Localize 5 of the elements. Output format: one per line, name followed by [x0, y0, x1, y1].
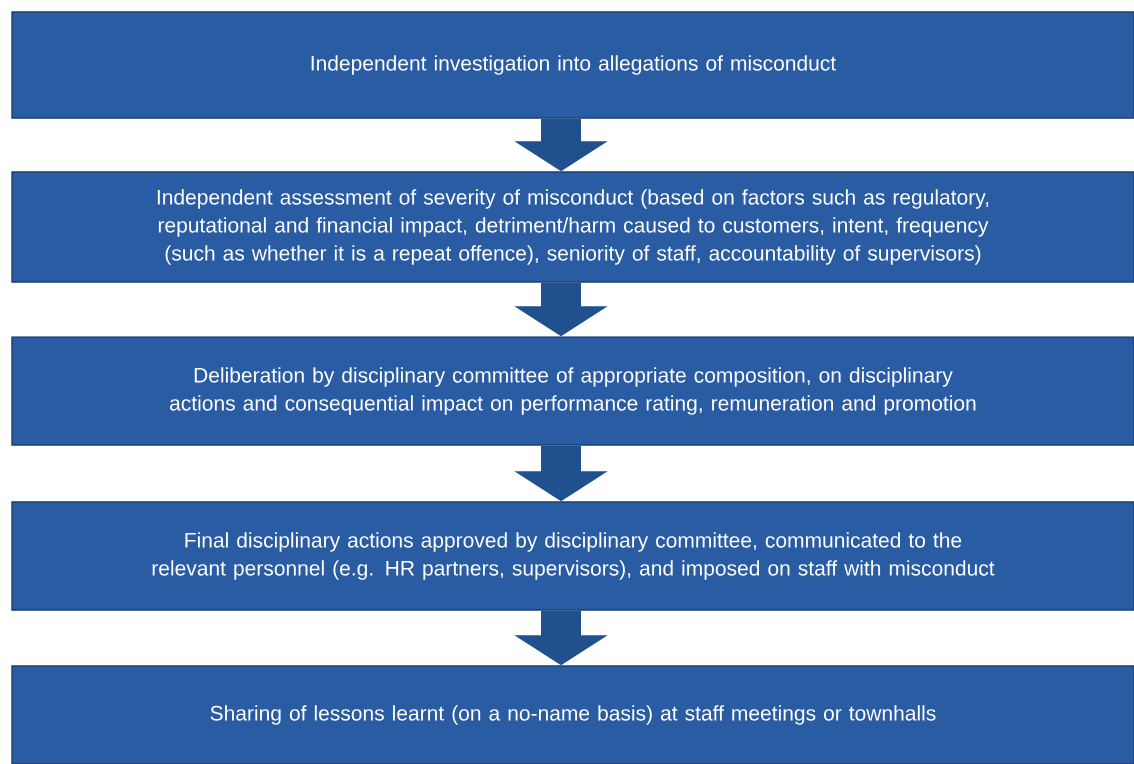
process-box: Sharing of lessons learnt (on a no-name basis) at staff meetings or townhalls	[11, 665, 1134, 764]
process-box: Independent investigation into allegations of misconduct	[11, 11, 1134, 119]
process-box: Deliberation by disciplinary committee of appropriate composition, on disciplinary actions and consequential impact on performance rating, remuneration and promotion	[11, 336, 1134, 446]
process-box: Independent assessment of severity of misconduct (based on factors such as regulatory, reputational and financial impact, detriment/harm caused to customers, intent, frequency (such as whether it is a repeat offence), seniority of staff, accountability of supervisors)	[11, 171, 1134, 283]
process-box: Final disciplinary actions approved by disciplinary committee, communicated to the relevant personnel (e.g. HR partners, supervisors), and imposed on staff with misconduct	[11, 501, 1134, 611]
